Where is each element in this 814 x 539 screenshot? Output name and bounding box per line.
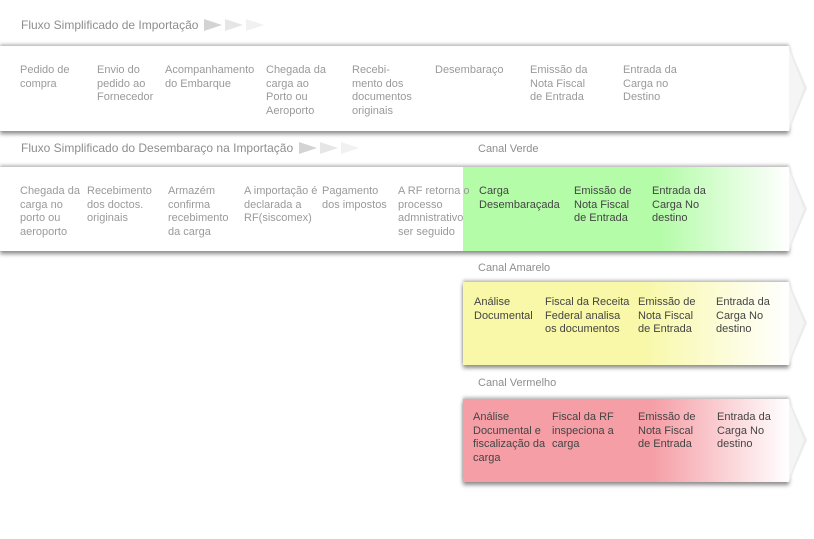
canal-vermelho-step-3: Emissão de Nota Fiscal de Entrada (638, 411, 696, 450)
canal-vermelho-step-2: Fiscal da RF inspeciona a carga (552, 411, 614, 450)
canal-vermelho-label: Canal Vermelho (478, 377, 557, 389)
flow2-step-6: A RF retorna o processo admnistrativo se… (398, 185, 470, 238)
canal-amarelo-arrow-tip-inner (789, 286, 804, 361)
flow1-band (0, 46, 789, 131)
flow1-step-4: Chegada da carga ao Porto ou Aeroporto (266, 64, 326, 117)
flow2-title-text: Fluxo Simplificado do Desembaraço na Imp… (21, 141, 294, 155)
canal-amarelo-step-4: Entrada da Carga No destino (716, 296, 770, 335)
canal-amarelo-step-1: Análise Documental (474, 296, 533, 322)
canal-verde-band (463, 167, 789, 251)
arrow-icon (299, 142, 318, 154)
canal-amarelo-band (463, 282, 789, 365)
arrow-icon (225, 19, 244, 31)
flow1-step-2: Envio do pedido ao Fornecedor (97, 64, 154, 103)
flow1-step-1: Pedido de compra (20, 64, 70, 90)
flow2-step-3: Armazém confirma recebimento da carga (168, 185, 229, 238)
arrow-icon (246, 19, 265, 31)
canal-vermelho-step-4: Entrada da Carga No destino (717, 411, 771, 450)
flow1-arrow-tip-inner (789, 50, 804, 127)
flow1-step-7: Emissão da Nota Fiscal de Entrada (530, 64, 588, 103)
flow1-step-3: Acompanhamento do Embarque (165, 64, 255, 90)
canal-amarelo-step-3: Emissão de Nota Fiscal de Entrada (638, 296, 696, 335)
canal-amarelo-step-2: Fiscal da Receita Federal analisa os doc… (545, 296, 630, 335)
flow1-title-text: Fluxo Simplificado de Importação (21, 18, 199, 32)
canal-verde-step-1: Carga Desembaraçada (479, 185, 560, 211)
arrow-icon (341, 142, 360, 154)
flow1-step-5: Recebi-mento dos documentos originais (352, 64, 412, 117)
flow2-step-2: Recebimento dos doctos. originais (87, 185, 152, 224)
canal-verde-label: Canal Verde (478, 143, 539, 155)
flow2-title: Fluxo Simplificado do Desembaraço na Imp… (21, 141, 360, 155)
flow2-arrow-tip-inner (789, 171, 804, 247)
flow2-step-4: A importação é declarada a RF(siscomex) (244, 185, 318, 224)
canal-verde-step-3: Entrada da Carga No destino (652, 185, 706, 224)
flow1-step-6: Desembaraço (435, 64, 504, 76)
flow1-title: Fluxo Simplificado de Importação (21, 18, 265, 32)
flow2-step-1: Chegada da carga no porto ou aeroporto (20, 185, 80, 238)
canal-vermelho-step-1: Análise Documental e fiscalização da car… (473, 411, 546, 464)
flow1-step-8: Entrada da Carga no Destino (623, 64, 677, 103)
canal-verde-step-2: Emissão de Nota Fiscal de Entrada (574, 185, 632, 224)
arrow-icon (320, 142, 339, 154)
canal-vermelho-band (463, 399, 789, 482)
canal-vermelho-arrow-tip-inner (789, 403, 804, 478)
arrow-icon (204, 19, 223, 31)
flow2-step-5: Pagamento dos impostos (322, 185, 387, 211)
canal-amarelo-label: Canal Amarelo (478, 262, 551, 274)
